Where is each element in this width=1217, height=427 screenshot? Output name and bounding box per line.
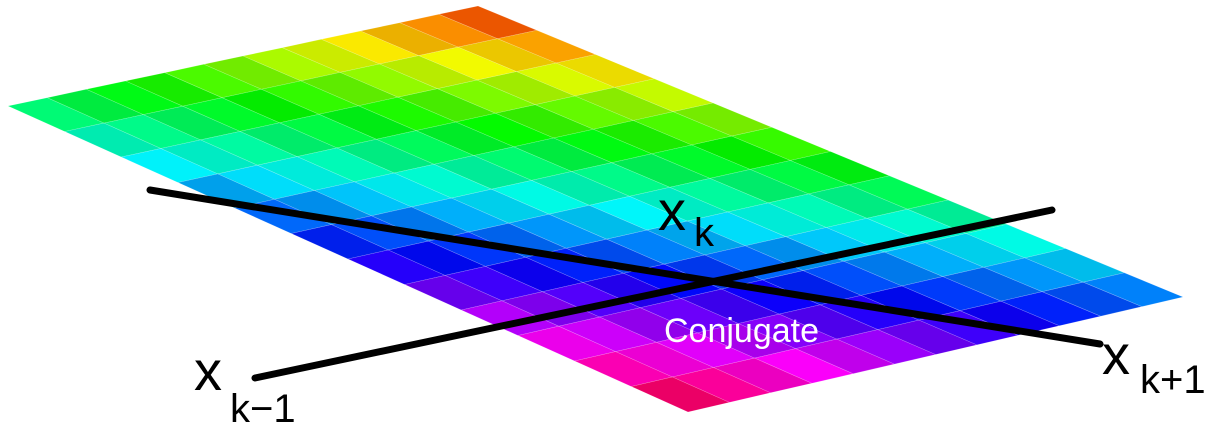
label-x-k: x k: [658, 179, 715, 255]
label-x-km1-subscript: k−1: [230, 387, 296, 427]
label-x-kp1-subscript: k+1: [1140, 358, 1206, 402]
label-x-k-plus-1: x k+1: [1102, 323, 1206, 402]
label-conjugate: Conjugate: [664, 312, 819, 350]
surface-cell: [630, 376, 731, 413]
label-x-km1-base: x: [194, 339, 222, 402]
label-x-k-subscript: k: [694, 211, 715, 255]
label-x-k-minus-1: x k−1: [194, 339, 296, 427]
label-x-k-base: x: [658, 179, 686, 242]
colored-surface-grid: [7, 5, 1184, 413]
direction-line-k: [146, 186, 1104, 348]
direction-line-conjugate: [251, 206, 1056, 382]
label-x-kp1-base: x: [1102, 323, 1130, 386]
